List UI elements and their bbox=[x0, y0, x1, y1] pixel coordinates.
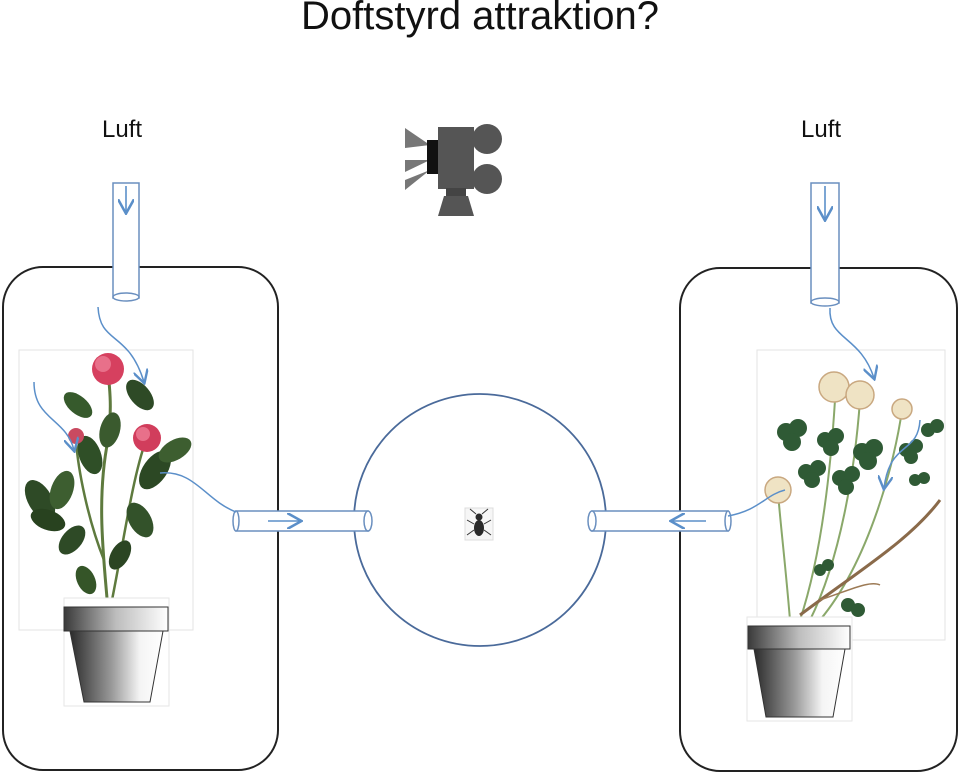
right-flower-pot bbox=[746, 616, 853, 722]
white-clover-plant bbox=[756, 349, 946, 641]
air-inlet-tube-left bbox=[112, 182, 140, 302]
red-clover-plant bbox=[18, 349, 194, 631]
airflow-arrows-left bbox=[33, 306, 237, 513]
left-flower-pot bbox=[63, 597, 170, 707]
connection-tube-right bbox=[587, 510, 732, 532]
diagram-title: Doftstyrd attraktion? bbox=[301, 0, 659, 38]
air-inlet-label-left: Luft bbox=[102, 116, 143, 143]
air-inlet-tube-right bbox=[810, 182, 840, 307]
airflow-arrows-right bbox=[727, 307, 921, 517]
air-inlet-label-right: Luft bbox=[801, 116, 842, 143]
insect-icon bbox=[464, 507, 494, 541]
connection-tube-left bbox=[232, 510, 373, 532]
video-camera-icon bbox=[405, 124, 502, 216]
